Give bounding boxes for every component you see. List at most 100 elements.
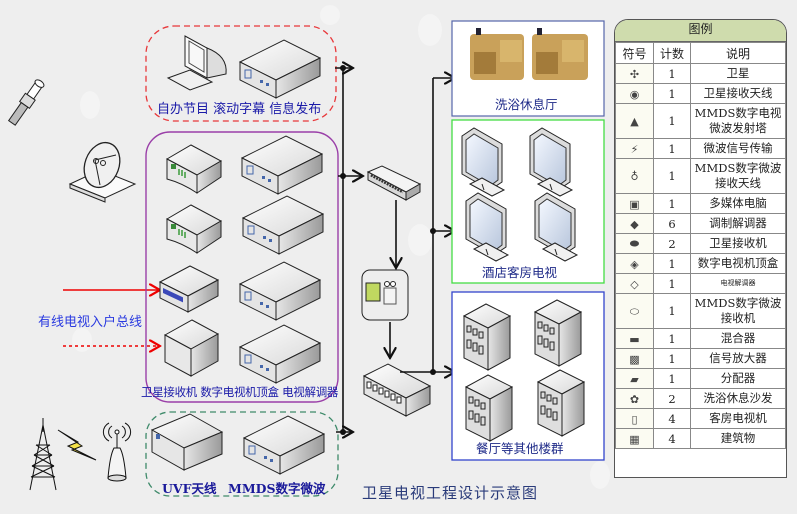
legend-count: 1 (653, 63, 691, 84)
multimedia-pc-icon: ▣ (629, 197, 640, 211)
satellite-icon: ✣ (629, 67, 640, 81)
splitter-icon (362, 363, 432, 417)
mmds-label: MMDS数字微波 (228, 481, 326, 496)
legend-count: 1 (653, 293, 691, 329)
set-top-box-icon (242, 195, 324, 255)
legend-description: MMDS数字微波接收天线 (690, 158, 786, 194)
legend-description: 卫星 (690, 63, 786, 84)
receivers-group-frame (145, 131, 339, 403)
bath-zone-label: 洗浴休息厅 (495, 97, 558, 112)
modulator-icon (166, 144, 222, 194)
legend-description: 分配器 (690, 368, 786, 389)
legend-count: 1 (653, 83, 691, 104)
uvf-antenna-label: UVF天线 (162, 481, 217, 496)
set-top-box-icon (241, 135, 323, 195)
legend-count: 2 (653, 233, 691, 254)
modulator-icon: ◆ (630, 217, 639, 231)
sofa-icon (470, 28, 524, 80)
legend-description: 微波信号传输 (690, 138, 786, 159)
set-top-box-icon (239, 324, 321, 384)
satellite-icon (7, 79, 45, 126)
satellite-dish-icon (68, 141, 137, 203)
set-top-box-icon: ◈ (630, 257, 639, 271)
building-icon (537, 369, 585, 437)
mmds-receiver-icon: ⬭ (629, 304, 640, 318)
legend-description: 数字电视机顶盒 (690, 253, 786, 274)
legend-count: 1 (653, 253, 691, 274)
legend-count: 1 (653, 158, 691, 194)
legend-count: 1 (653, 103, 691, 139)
satellite-receiver-icon (158, 265, 220, 313)
receivers-group-label: 卫星接收机 数字电视机顶盒 电视解调器 (141, 385, 339, 399)
legend-count: 6 (653, 213, 691, 234)
buildings-zone-label: 餐厅等其他楼群 (476, 441, 564, 456)
mixer-icon: ▬ (629, 332, 640, 346)
amplifier-icon (361, 269, 409, 321)
legend-description: 洗浴休息沙发 (690, 388, 786, 409)
info-server-icon (239, 39, 321, 99)
tv-demodulator-icon (163, 319, 220, 377)
legend-count: 1 (653, 138, 691, 159)
mmds-antenna-icon (102, 422, 132, 482)
broadcast-tower-icon (29, 418, 57, 491)
legend-description: 建筑物 (690, 428, 786, 449)
legend-description: 卫星接收机 (690, 233, 786, 254)
building-icon (465, 374, 513, 442)
legend-count: 1 (653, 193, 691, 214)
microwave-signal-icon: ⚡ (630, 142, 639, 156)
legend-count: 2 (653, 388, 691, 409)
info-group-label: 自办节目 滚动字幕 信息发布 (157, 102, 322, 117)
legend-count: 1 (653, 273, 691, 294)
legend-count: 4 (653, 408, 691, 429)
legend-count: 1 (653, 368, 691, 389)
antennas-group-frame (145, 411, 339, 497)
legend-description: 调制解调器 (690, 213, 786, 234)
multimedia-pc-icon (166, 35, 227, 91)
mmds-receiver-icon (150, 413, 224, 471)
building-icon: ▦ (629, 432, 640, 446)
legend-description: 多媒体电脑 (690, 193, 786, 214)
legend-count: 1 (653, 348, 691, 369)
legend-description: 电视解调器 (690, 273, 786, 294)
amplifier-icon: ▩ (629, 352, 640, 366)
satellite-dish-icon: ◉ (629, 87, 640, 101)
legend-header-count: 计数 (653, 42, 691, 64)
legend-description: 信号放大器 (690, 348, 786, 369)
building-icon (534, 299, 582, 367)
mmds-digital-receiver-icon (243, 415, 325, 475)
splitter-icon: ▰ (630, 372, 639, 386)
broadcast-tower-icon: ▲ (630, 115, 639, 128)
diagram-title: 卫星电视工程设计示意图 (362, 484, 539, 502)
legend-title: 图例 (615, 20, 786, 42)
legend-header-desc: 说明 (690, 42, 786, 64)
satellite-receiver-icon: ⬬ (629, 237, 640, 250)
room-tv-icon: ▯ (631, 412, 638, 426)
modulator-icon (166, 204, 222, 254)
sofa-icon: ✿ (629, 392, 640, 406)
sofa-icon (532, 28, 588, 80)
legend-description: MMDS数字微波接收机 (690, 293, 786, 329)
legend-description: 卫星接收天线 (690, 83, 786, 104)
mixer-icon (366, 165, 422, 201)
cable-bus-label: 有线电视入户总线 (38, 315, 143, 330)
legend-description: MMDS数字电视微波发射塔 (690, 103, 786, 139)
hotel-zone-label: 酒店客房电视 (482, 265, 558, 280)
microwave-signal-icon (57, 429, 97, 461)
tv-demodulator-icon: ◇ (630, 277, 639, 291)
